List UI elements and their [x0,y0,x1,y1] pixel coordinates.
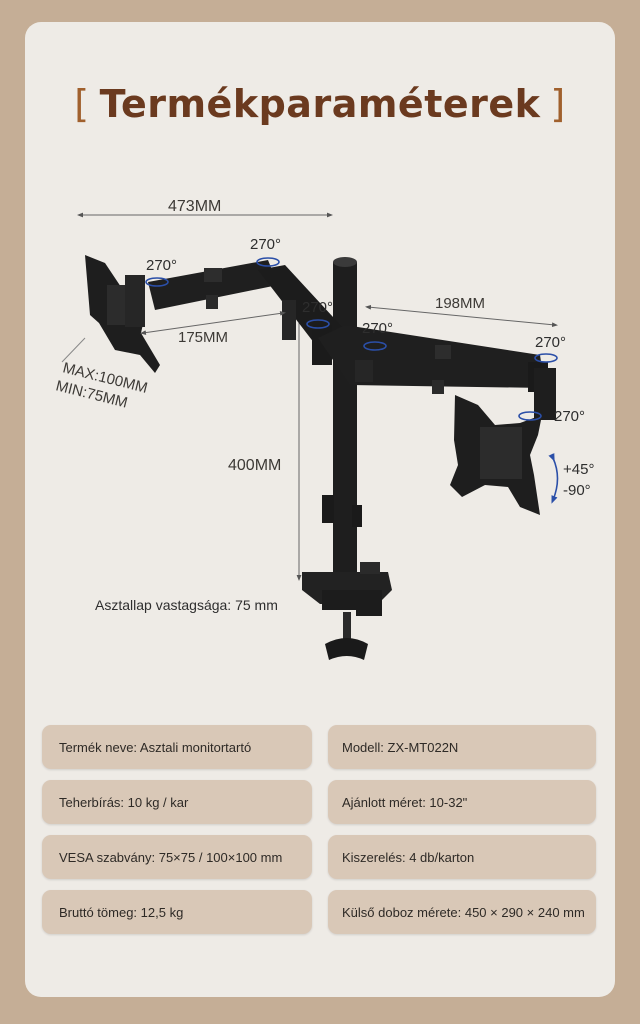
height-dim-label: 400MM [228,457,281,474]
spec-outer-box-size: Külső doboz mérete: 450 × 290 × 240 mm [328,890,596,934]
right-vesa-plate [450,395,542,515]
title-bracket-close: ] [550,82,566,126]
rotation-marker-6: 270° [518,408,585,425]
rotation-marker-1: 270° [145,257,177,287]
right-arm-dim-label: 198MM [435,295,485,312]
spec-vesa: VESA szabvány: 75×75 / 100×100 mm [42,835,312,879]
rotation-marker-4: 270° [362,320,393,351]
rotation-label-5: 270° [535,334,566,351]
rotation-label-3: 270° [302,299,333,316]
monitor-arm-diagram: 473MM 400MM 175MM MA [54,198,594,660]
content-card [25,22,615,997]
right-arm-dimension: 198MM [365,295,558,328]
rotation-label-1: 270° [146,257,177,274]
height-dimension: 400MM [228,297,302,581]
title-text: Termékparaméterek [99,82,541,126]
left-vesa-plate [85,255,160,373]
rotation-label-2: 270° [250,236,281,253]
tilt-up-label: +45° [563,461,594,478]
spec-model: Modell: ZX-MT022N [328,725,596,769]
tilt-down-label: -90° [563,482,591,499]
width-dimension: 473MM [77,198,333,218]
rotation-marker-5: 270° [534,334,566,363]
left-arm-dimension: 175MM [140,311,286,346]
spec-gross-weight: Bruttó tömeg: 12,5 kg [42,890,312,934]
pole [322,257,362,592]
rotation-marker-3: 270° [302,299,333,329]
rotation-label-6: 270° [554,408,585,425]
page-title: [Termékparaméterek] [0,82,640,126]
title-bracket-open: [ [74,82,90,126]
tilt-marker: +45° -90° [548,453,594,504]
spec-product-name: Termék neve: Asztali monitortartó [42,725,312,769]
width-dim-label: 473MM [168,198,221,215]
desk-thickness-label: Asztallap vastagsága: 75 mm [95,597,278,613]
left-arm-dim-label: 175MM [178,329,228,346]
rotation-label-4: 270° [362,320,393,337]
spec-recommended-size: Ajánlott méret: 10-32" [328,780,596,824]
rotation-marker-2: 270° [250,236,281,267]
desk-clamp [302,562,392,660]
right-arm [318,325,556,420]
spec-packaging: Kiszerelés: 4 db/karton [328,835,596,879]
spec-load-capacity: Teherbírás: 10 kg / kar [42,780,312,824]
